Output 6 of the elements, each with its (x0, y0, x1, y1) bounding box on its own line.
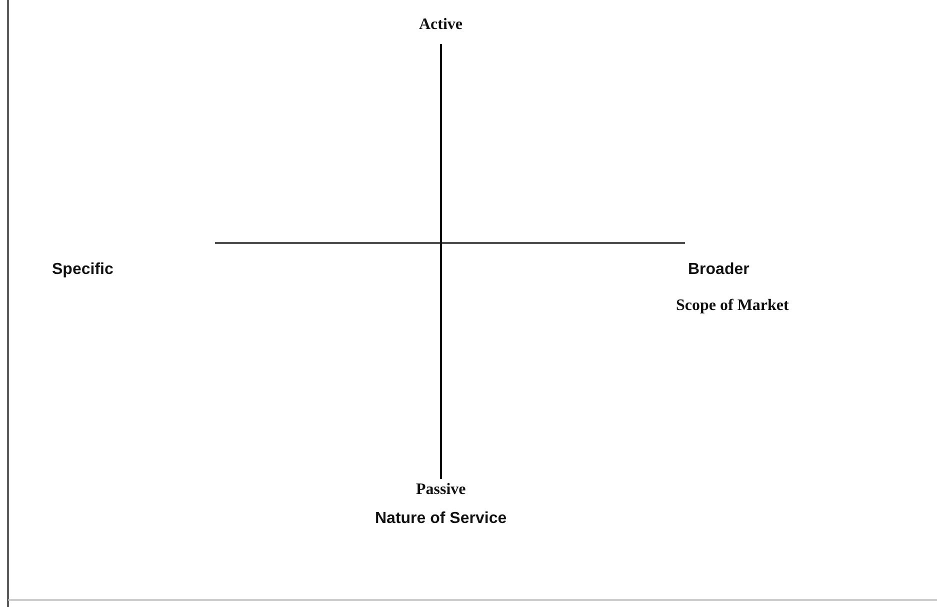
axis-label: Passive (416, 481, 466, 499)
axis-label: Active (419, 16, 463, 34)
axis-label: Specific (52, 261, 114, 279)
axis-title: Scope of Market (676, 297, 789, 315)
axis-title: Nature of Service (375, 510, 507, 528)
axis-label: Broader (688, 261, 750, 279)
